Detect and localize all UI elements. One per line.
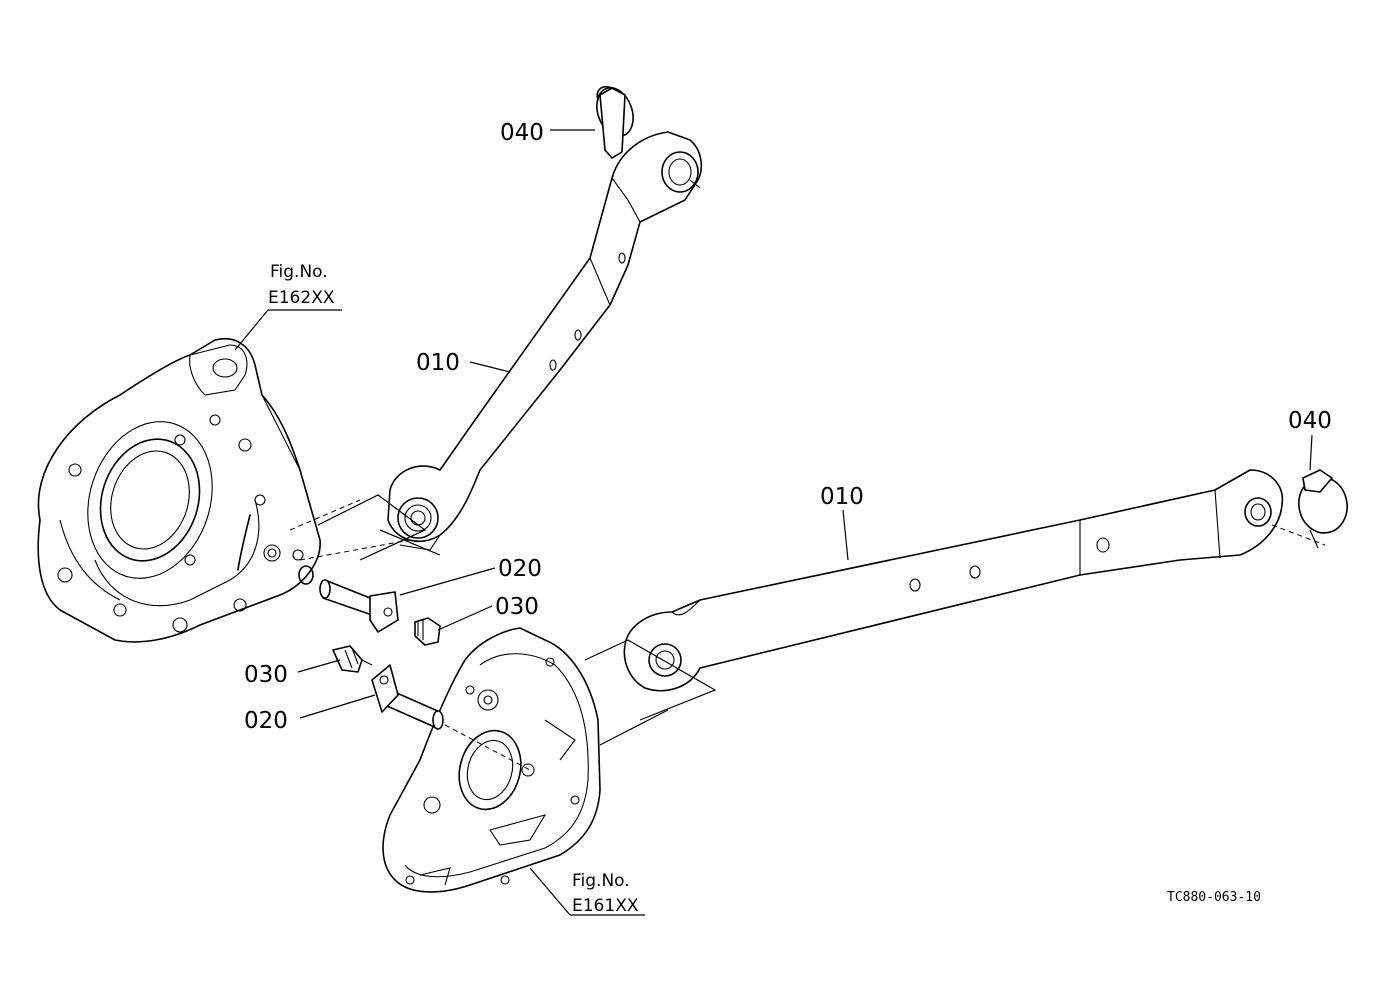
- fig-ref-bottom-caption: Fig.No.: [572, 871, 630, 891]
- leader-010-lower: [842, 509, 849, 561]
- label-020-lower: 020: [244, 708, 288, 734]
- leader-010-upper: [469, 361, 511, 373]
- leader-020-lower: [299, 694, 376, 719]
- lynch-pin-upper: [596, 85, 634, 159]
- label-030-lower: 030: [244, 662, 288, 688]
- lift-arm-upper: [387, 131, 703, 551]
- guide-upper-arm: [317, 494, 441, 561]
- label-010-upper: 010: [416, 350, 460, 376]
- bolt-upper: [414, 617, 441, 646]
- lynch-pin-right: [1298, 469, 1348, 549]
- label-030-upper: 030: [495, 594, 539, 620]
- leader-030-upper: [437, 605, 493, 631]
- lift-arm-lower: [623, 469, 1326, 692]
- fig-ref-bottom-number: E161XX: [572, 896, 639, 916]
- leader-020-upper: [399, 567, 496, 596]
- leader-040-right: [1309, 434, 1313, 471]
- guide-lower-arm: [584, 639, 717, 746]
- left-housing: [37, 338, 411, 643]
- fig-ref-left-caption: Fig.No.: [270, 262, 328, 282]
- label-040-upper: 040: [500, 120, 544, 146]
- lower-housing: [382, 627, 601, 893]
- label-010-lower: 010: [820, 484, 864, 510]
- label-020-upper: 020: [498, 556, 542, 582]
- leader-fig-left: [234, 309, 342, 351]
- fig-ref-left-number: E162XX: [268, 288, 335, 308]
- pin-upper: [298, 565, 399, 633]
- leader-030-lower: [297, 659, 341, 673]
- label-040-right: 040: [1288, 408, 1332, 434]
- leader-fig-bottom: [529, 867, 645, 916]
- pin-lower: [371, 664, 531, 771]
- drawing-code: TC880-063-10: [1167, 890, 1261, 905]
- bolt-lower: [332, 645, 373, 673]
